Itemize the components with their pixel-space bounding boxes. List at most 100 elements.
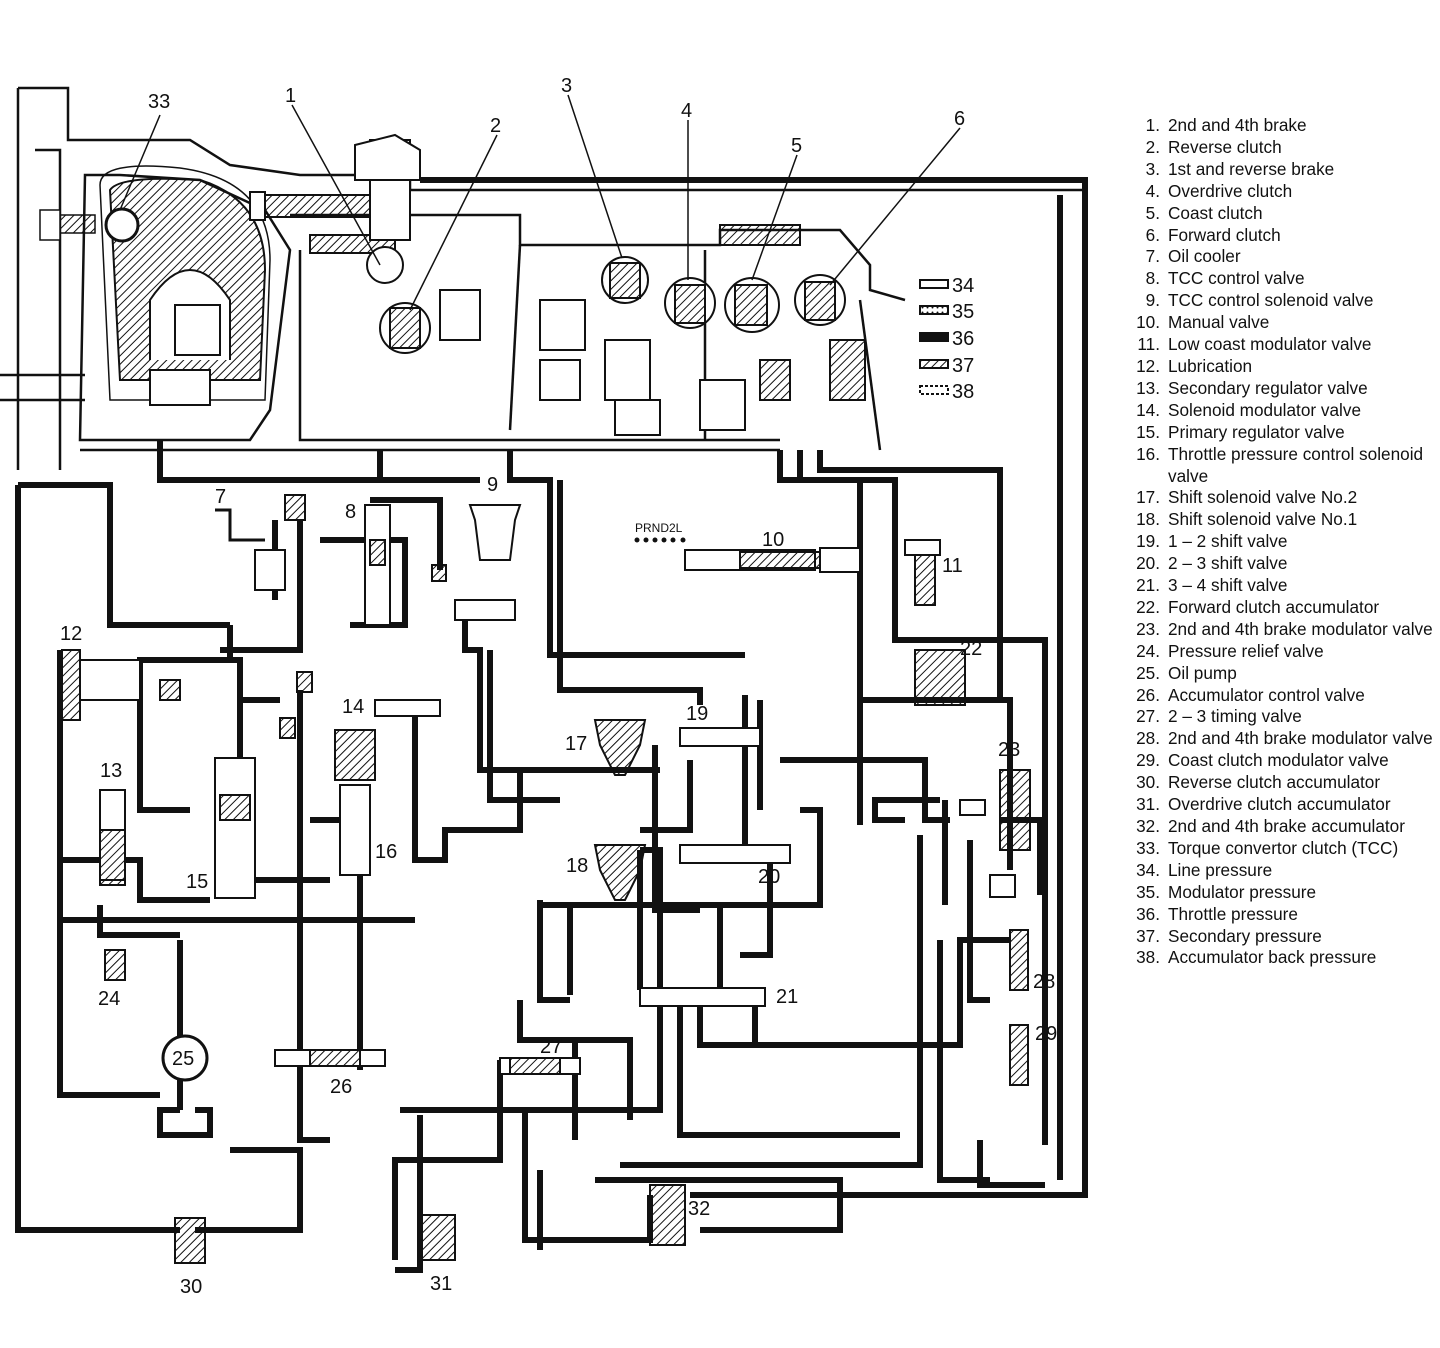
callout-6: 6 [954, 108, 965, 130]
legend-number: 14. [1136, 399, 1160, 420]
legend-item: 24.Pressure relief valve [1118, 641, 1433, 663]
torque-converter [39, 177, 267, 406]
legend-text: Shift solenoid valve No.2 [1168, 487, 1358, 508]
legend-item: 15. Primary regulator valve [1118, 422, 1433, 444]
legend-text: Overdrive clutch [1168, 180, 1293, 201]
callout-19: 19 [686, 703, 708, 725]
callout-15: 15 [186, 871, 208, 893]
legend-number: 9. [1145, 290, 1160, 311]
legend-number: 35. [1136, 881, 1160, 902]
legend-text: Reverse clutch [1168, 136, 1282, 157]
pressure-key-swatches [919, 279, 949, 395]
legend-number: 5. [1145, 202, 1160, 223]
legend-number: 21. [1136, 575, 1160, 596]
legend-text: Throttle pressure [1168, 903, 1298, 924]
callout-1: 1 [285, 85, 296, 107]
legend-number: 23. [1136, 618, 1160, 639]
legend-text: Overdrive clutch accumulator [1168, 794, 1391, 815]
legend-text: Primary regulator valve [1168, 421, 1345, 442]
legend-text: Forward clutch [1168, 224, 1281, 245]
legend-number: 22. [1136, 596, 1160, 617]
callout-16: 16 [375, 841, 397, 863]
legend-text: Modulator pressure [1168, 881, 1317, 902]
legend-item: 8.TCC control valve [1118, 268, 1433, 290]
legend-text: 2nd and 4th brake [1168, 115, 1307, 135]
legend-text: Low coast modulator valve [1168, 334, 1372, 355]
legend-number: 28. [1136, 728, 1160, 749]
legend-text: Coast clutch [1168, 202, 1263, 223]
callout-7: 7 [215, 486, 226, 508]
legend-text: Reverse clutch accumulator [1168, 772, 1381, 793]
legend-item: 11.Low coast modulator valve [1118, 334, 1433, 356]
legend-number: 31. [1136, 794, 1160, 815]
legend-number: 19. [1136, 531, 1160, 552]
legend-item: 30. Reverse clutch accumulator [1118, 772, 1433, 794]
legend-item: 13. Secondary regulator valve [1118, 378, 1433, 400]
legend-text: Secondary pressure [1168, 925, 1322, 946]
callout-28: 28 [1033, 971, 1055, 993]
callout-10: 10 [762, 529, 784, 551]
legend-item: 29.Coast clutch modulator valve [1118, 750, 1433, 772]
legend-number: 36. [1136, 903, 1160, 924]
legend-item: 23.2nd and 4th brake modulator valve [1118, 619, 1433, 641]
legend-number: 6. [1145, 224, 1160, 245]
legend-number: 26. [1136, 684, 1160, 705]
legend-item: 25.Oil pump [1118, 663, 1433, 685]
legend-number: 27. [1136, 706, 1160, 727]
callout-24: 24 [98, 988, 120, 1010]
legend-number: 17. [1136, 487, 1160, 508]
legend-number: 2. [1145, 136, 1160, 157]
callout-35: 35 [952, 301, 974, 323]
clutch-packs [379, 256, 866, 436]
legend-item: 19.1 – 2 shift valve [1118, 531, 1433, 553]
legend-number: 33. [1136, 837, 1160, 858]
legend-item: 36. Throttle pressure [1118, 904, 1433, 926]
legend-number: 4. [1145, 180, 1160, 201]
legend-item: 34. Line pressure [1118, 860, 1433, 882]
legend-text: Torque convertor clutch (TCC) [1168, 837, 1399, 858]
callout-36: 36 [952, 328, 974, 350]
legend-item: 38.Accumulator back pressure [1118, 947, 1433, 969]
legend-text: Forward clutch accumulator [1168, 596, 1380, 617]
legend-text: Pressure relief valve [1168, 640, 1324, 661]
legend-item: 6. Forward clutch [1118, 225, 1433, 247]
legend-number: 13. [1136, 377, 1160, 398]
legend-number: 16. [1136, 443, 1160, 464]
legend-text: Line pressure [1168, 859, 1273, 880]
callout-21: 21 [776, 986, 798, 1008]
callout-13: 13 [100, 760, 122, 782]
callout-4: 4 [681, 100, 692, 122]
legend-text: 2nd and 4th brake modulator valve [1168, 728, 1433, 749]
legend-number: 25. [1136, 662, 1160, 683]
selector-label: PRND2L [635, 521, 683, 535]
legend-item: 9.TCC control solenoid valve [1118, 290, 1433, 312]
legend-text: 3 – 4 shift valve [1168, 575, 1288, 596]
callout-37: 37 [952, 355, 974, 377]
legend-number: 18. [1136, 509, 1160, 530]
legend-number: 1. [1145, 115, 1160, 135]
legend-number: 3. [1145, 158, 1160, 179]
callout-9: 9 [487, 474, 498, 496]
legend-number: 34. [1136, 859, 1160, 880]
callout-8: 8 [345, 501, 356, 523]
legend-text: Solenoid modulator valve [1168, 399, 1361, 420]
legend-text: Shift solenoid valve No.1 [1168, 509, 1358, 530]
legend-text: Secondary regulator valve [1168, 377, 1368, 398]
callout-12: 12 [60, 623, 82, 645]
legend-item: 18. Shift solenoid valve No.1 [1118, 509, 1433, 531]
legend-item: 28. 2nd and 4th brake modulator valve [1118, 728, 1433, 750]
legend-item: 12.Lubrication [1118, 356, 1433, 378]
legend-item: 4. Overdrive clutch [1118, 181, 1433, 203]
callout-14: 14 [342, 696, 364, 718]
callout-34: 34 [952, 275, 974, 297]
legend-number: 29. [1136, 750, 1160, 771]
callout-31: 31 [430, 1273, 452, 1295]
legend-number: 7. [1145, 246, 1160, 267]
legend-text: 2 – 3 timing valve [1168, 706, 1302, 727]
legend-number: 15. [1136, 421, 1160, 442]
leader-lines [119, 94, 961, 311]
legend-number: 30. [1136, 772, 1160, 793]
callout-3: 3 [561, 75, 572, 97]
callout-25: 25 [172, 1048, 194, 1070]
